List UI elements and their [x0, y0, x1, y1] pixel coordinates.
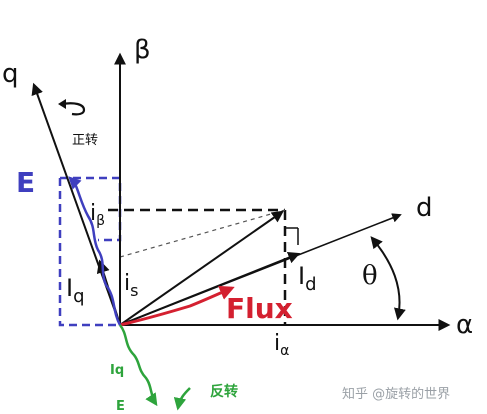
forward-rotation-arrow: [58, 99, 86, 116]
e-label: E: [16, 166, 35, 199]
theta-arc: [370, 236, 406, 321]
i-d-label: Id: [298, 262, 317, 295]
id-vector: [119, 251, 301, 326]
is-vector: [119, 210, 284, 326]
forward-rotation-label: 正转: [72, 133, 98, 148]
q-axis-label: q: [2, 59, 19, 89]
e-reverse-vector: [118, 324, 158, 407]
alpha-axis-label: α: [456, 310, 473, 340]
watermark: 知乎 @旋转的世界: [342, 386, 450, 402]
e-vector: [68, 176, 122, 326]
d-axis-label: d: [416, 193, 433, 223]
beta-axis-label: β: [134, 35, 151, 65]
i-beta-label: iβ: [90, 201, 105, 229]
i-s-label: is: [124, 271, 138, 300]
reverse-rotation-label: 反转: [210, 383, 238, 400]
flux-label: Flux: [226, 292, 293, 325]
theta-label: θ: [362, 261, 378, 291]
reverse-rotation-arrow: [173, 387, 191, 411]
iq-green-label: Iq: [110, 363, 124, 378]
i-alpha-label: iα: [274, 331, 289, 359]
e-green-label: E: [116, 399, 125, 414]
projection-lines: [108, 208, 299, 325]
i-q-label: Iq: [66, 274, 85, 307]
flux-vector: [119, 285, 235, 327]
